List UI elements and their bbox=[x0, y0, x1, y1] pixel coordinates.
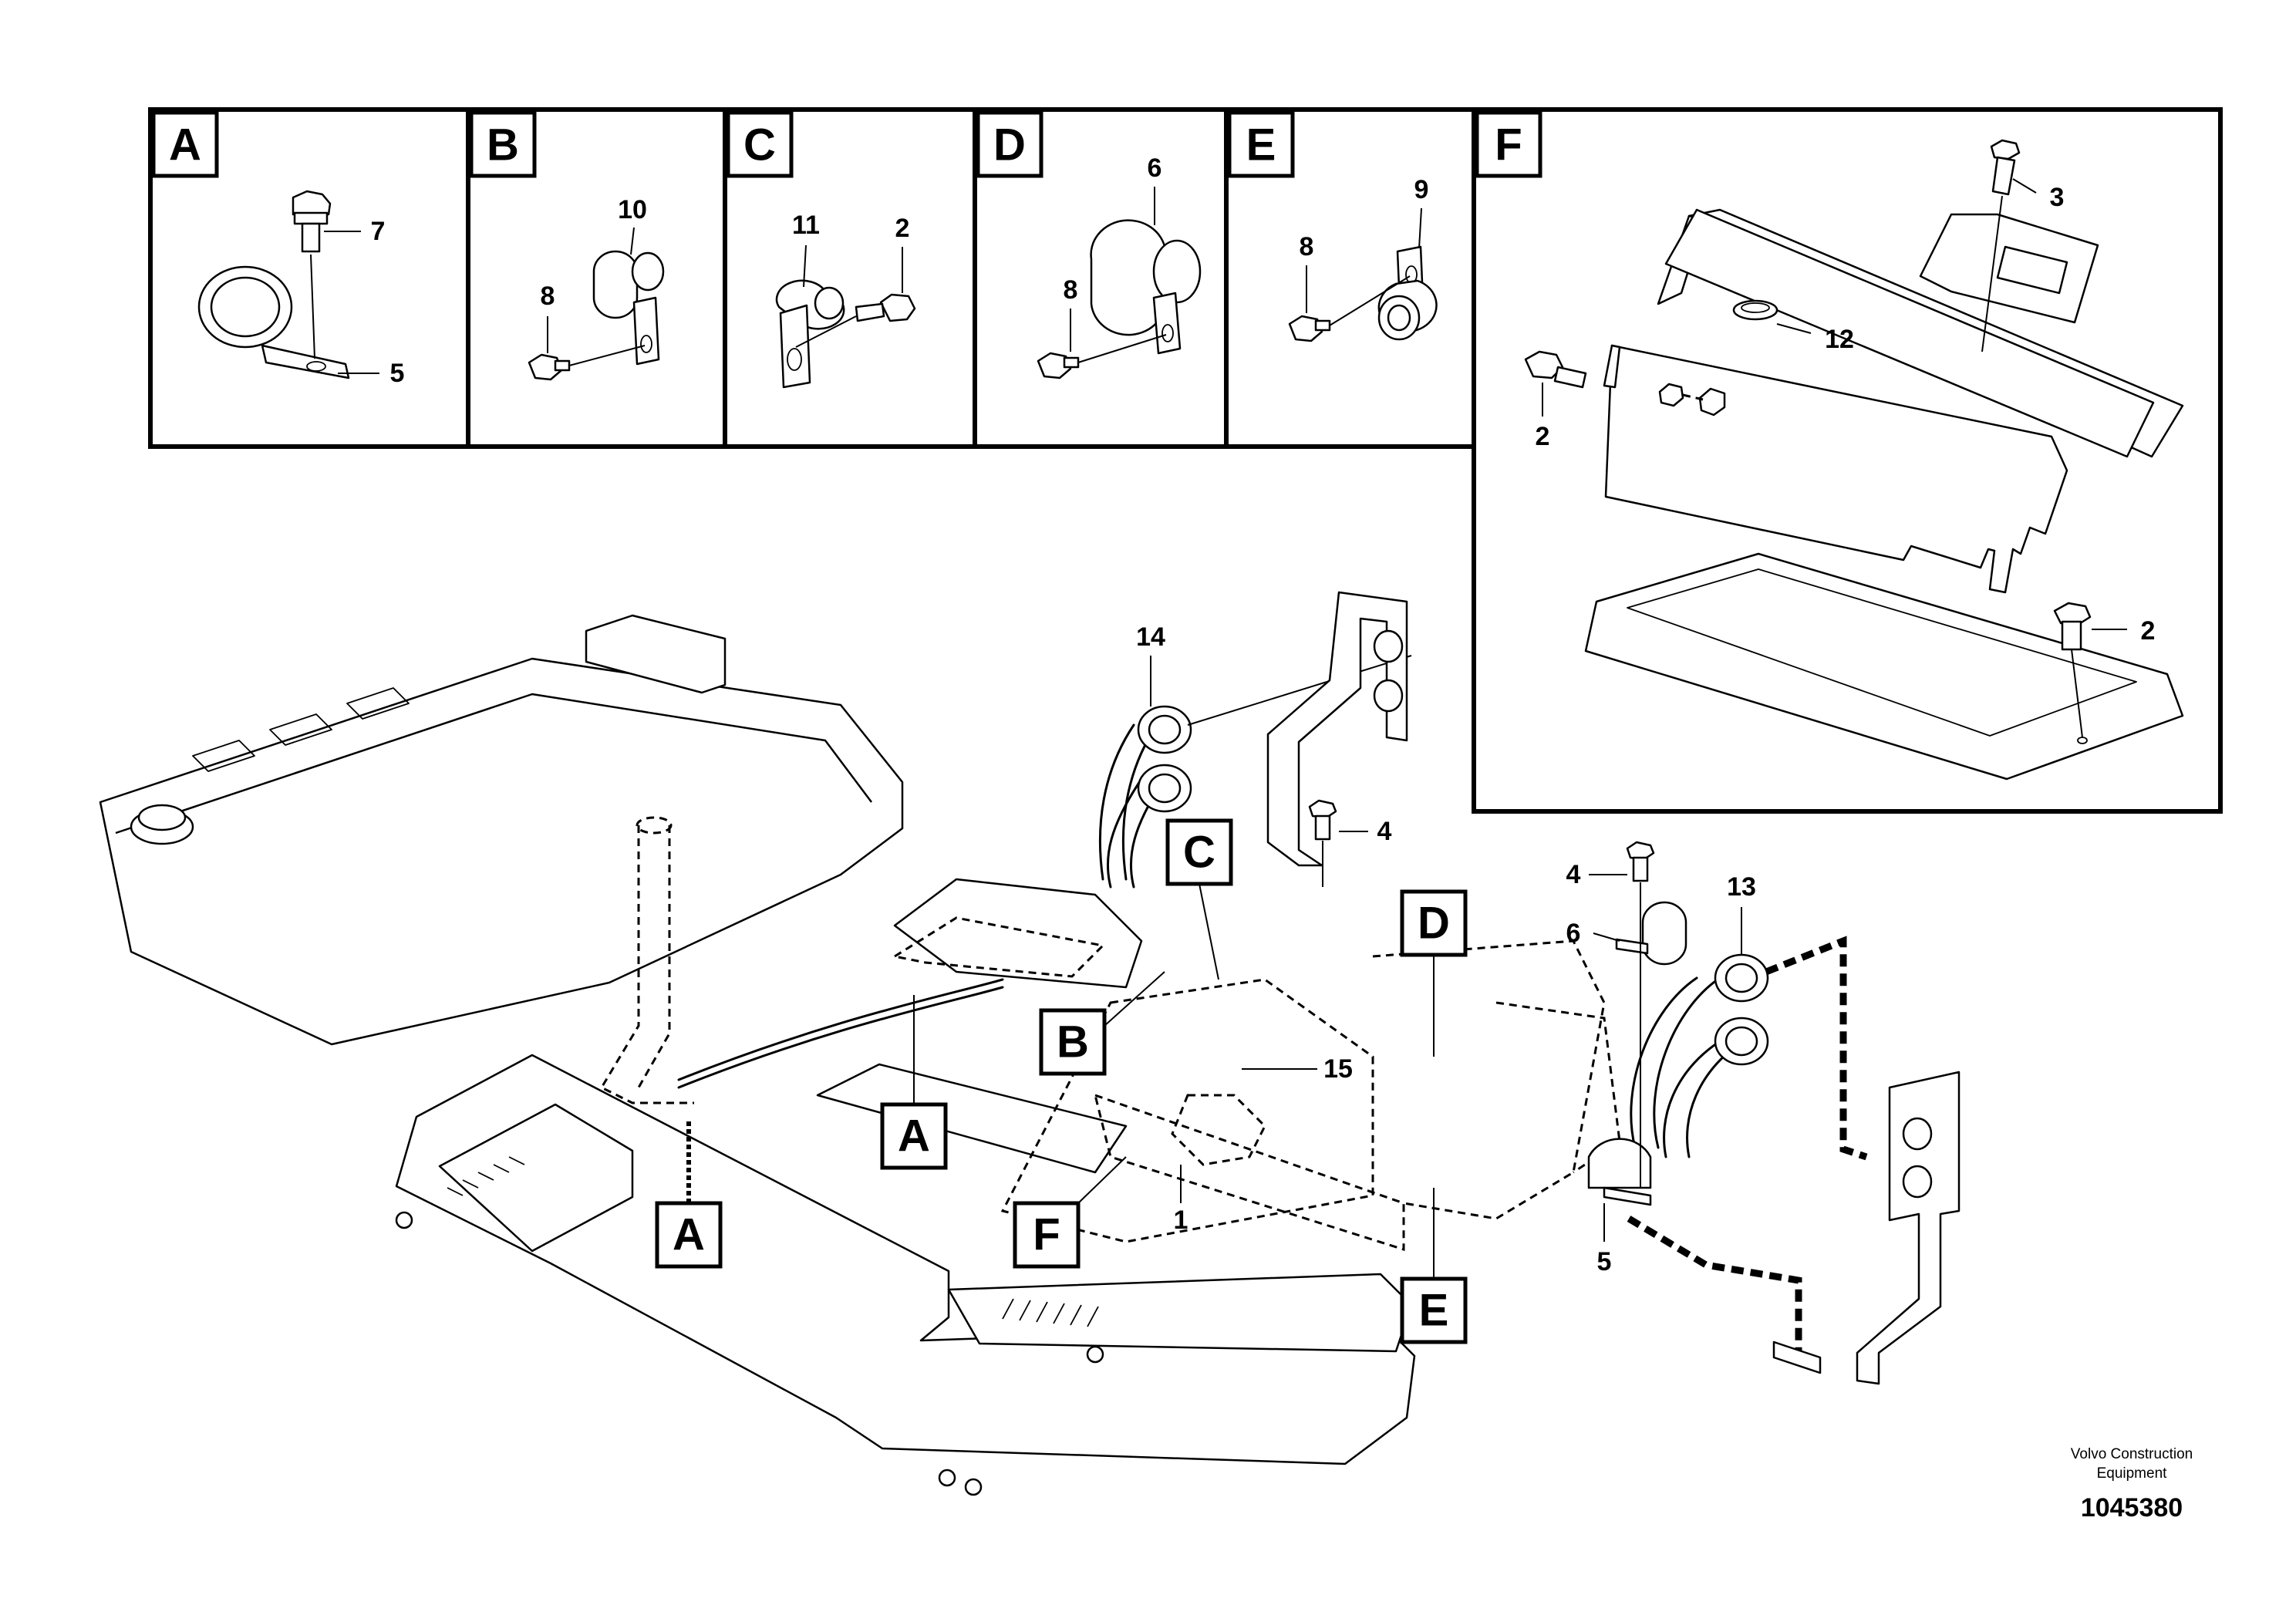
main-assembly-view: 14 13 5 bbox=[99, 591, 1961, 1496]
detail-panel-e: E 9 8 bbox=[1227, 110, 1438, 342]
document-number: 1045380 bbox=[2081, 1493, 2183, 1523]
callout-5: 5 bbox=[390, 359, 405, 388]
screw-icon bbox=[1990, 139, 2021, 196]
detail-panel-b: B 10 8 bbox=[469, 110, 665, 381]
location-label-f: F bbox=[1013, 1156, 1127, 1269]
detail-panel-f: F 3 12 bbox=[1475, 110, 2184, 781]
callout-3: 3 bbox=[2050, 183, 2065, 212]
flange-bolt-icon bbox=[2053, 602, 2092, 651]
callout-6: 6 bbox=[1148, 153, 1162, 183]
bracket-plate-icon bbox=[1603, 344, 2068, 594]
panel-c-letter-box bbox=[726, 110, 794, 178]
hex-bolt-icon bbox=[1524, 350, 1587, 389]
console-housing bbox=[99, 614, 1143, 1174]
callout-2: 2 bbox=[895, 214, 910, 243]
callout-15: 15 bbox=[1323, 1054, 1353, 1084]
tab-clamp-icon bbox=[775, 279, 845, 389]
callout-8: 8 bbox=[1064, 275, 1078, 305]
panel-f-letter: F bbox=[1495, 120, 1522, 170]
location-label-d: D bbox=[1400, 889, 1468, 1057]
callout-10: 10 bbox=[618, 195, 647, 224]
panel-e-letter-box bbox=[1227, 110, 1295, 178]
callout-7: 7 bbox=[371, 217, 386, 246]
location-label-b: B bbox=[1039, 971, 1165, 1076]
location-label-a-upper: A bbox=[880, 995, 948, 1170]
callout-4: 4 bbox=[1566, 860, 1581, 889]
callout-13: 13 bbox=[1727, 872, 1756, 902]
detail-panel-d: D 6 8 bbox=[976, 110, 1202, 379]
detail-panel-c: C 11 2 bbox=[726, 110, 916, 389]
panel-c-letter: C bbox=[743, 120, 776, 170]
panel-b-letter: B bbox=[487, 120, 519, 170]
cable-harness bbox=[677, 723, 1745, 1158]
gasket-plate-icon bbox=[1584, 552, 2184, 781]
callout-2: 2 bbox=[1536, 422, 1550, 451]
mounting-bracket bbox=[1772, 1071, 1961, 1385]
panel-b-letter-box bbox=[469, 110, 537, 178]
grommet-13 bbox=[1714, 953, 1769, 1066]
manufacturer-line-1: Volvo Construction bbox=[2071, 1446, 2193, 1462]
svg-text:E: E bbox=[1419, 1286, 1449, 1336]
grommet-14 bbox=[1137, 705, 1192, 813]
callout-11: 11 bbox=[792, 211, 820, 240]
location-label-e: E bbox=[1400, 1188, 1468, 1344]
callout-1: 1 bbox=[1174, 1206, 1188, 1235]
p-clamp-5 bbox=[1587, 1138, 1652, 1206]
cover-plate-icon bbox=[1657, 208, 2184, 458]
base-frame bbox=[395, 1054, 1416, 1496]
callout-4: 4 bbox=[1377, 817, 1392, 846]
svg-text:B: B bbox=[1057, 1017, 1089, 1067]
control-module-icon bbox=[1919, 213, 2099, 324]
callout-9: 9 bbox=[1414, 175, 1429, 204]
svg-text:C: C bbox=[1183, 828, 1215, 878]
callout-6: 6 bbox=[1566, 919, 1581, 948]
clamp-6 bbox=[1615, 901, 1687, 966]
screw-icon bbox=[855, 293, 916, 322]
panel-f-letter-box bbox=[1475, 110, 1542, 178]
large-clamp-icon bbox=[1090, 219, 1202, 355]
callout-2: 2 bbox=[2141, 616, 2156, 646]
svg-text:D: D bbox=[1418, 899, 1450, 949]
panel-d-letter: D bbox=[993, 120, 1026, 170]
mounting-bracket bbox=[1266, 591, 1408, 867]
small-clamp-icon bbox=[592, 250, 665, 366]
flange-bolt-icon bbox=[292, 190, 332, 253]
panel-a-letter-box bbox=[151, 110, 219, 178]
hidden-lines bbox=[599, 816, 1621, 1252]
detail-panel-a: A 7 5 bbox=[151, 110, 405, 388]
location-label-a-lower: A bbox=[655, 1118, 723, 1269]
footer: Volvo Construction Equipment 1045380 bbox=[2071, 1446, 2193, 1523]
svg-text:F: F bbox=[1033, 1210, 1060, 1260]
callout-12: 12 bbox=[1825, 325, 1854, 354]
panel-e-letter: E bbox=[1246, 120, 1276, 170]
manufacturer-line-2: Equipment bbox=[2097, 1465, 2168, 1482]
callout-5: 5 bbox=[1597, 1247, 1612, 1276]
flange-bolt-icon bbox=[1626, 841, 1655, 882]
tab-clamp-icon bbox=[1377, 245, 1438, 341]
hidden-connection-5 bbox=[1627, 1216, 1802, 1365]
hex-bolt-icon bbox=[1288, 315, 1331, 342]
flange-bolt-icon bbox=[1308, 799, 1337, 841]
hidden-connection-13 bbox=[1765, 936, 1868, 1161]
callout-8: 8 bbox=[1300, 232, 1314, 261]
svg-text:A: A bbox=[673, 1210, 705, 1260]
detail-panels: A 7 5 B bbox=[148, 107, 2223, 814]
callout-14: 14 bbox=[1136, 622, 1165, 652]
panel-a-letter: A bbox=[169, 120, 201, 170]
svg-text:A: A bbox=[898, 1111, 930, 1162]
panel-d-letter-box bbox=[976, 110, 1043, 178]
p-clamp-icon bbox=[197, 265, 350, 379]
grommet-icon bbox=[1732, 299, 1778, 321]
callout-8: 8 bbox=[541, 282, 555, 311]
location-label-c: C bbox=[1165, 818, 1233, 980]
